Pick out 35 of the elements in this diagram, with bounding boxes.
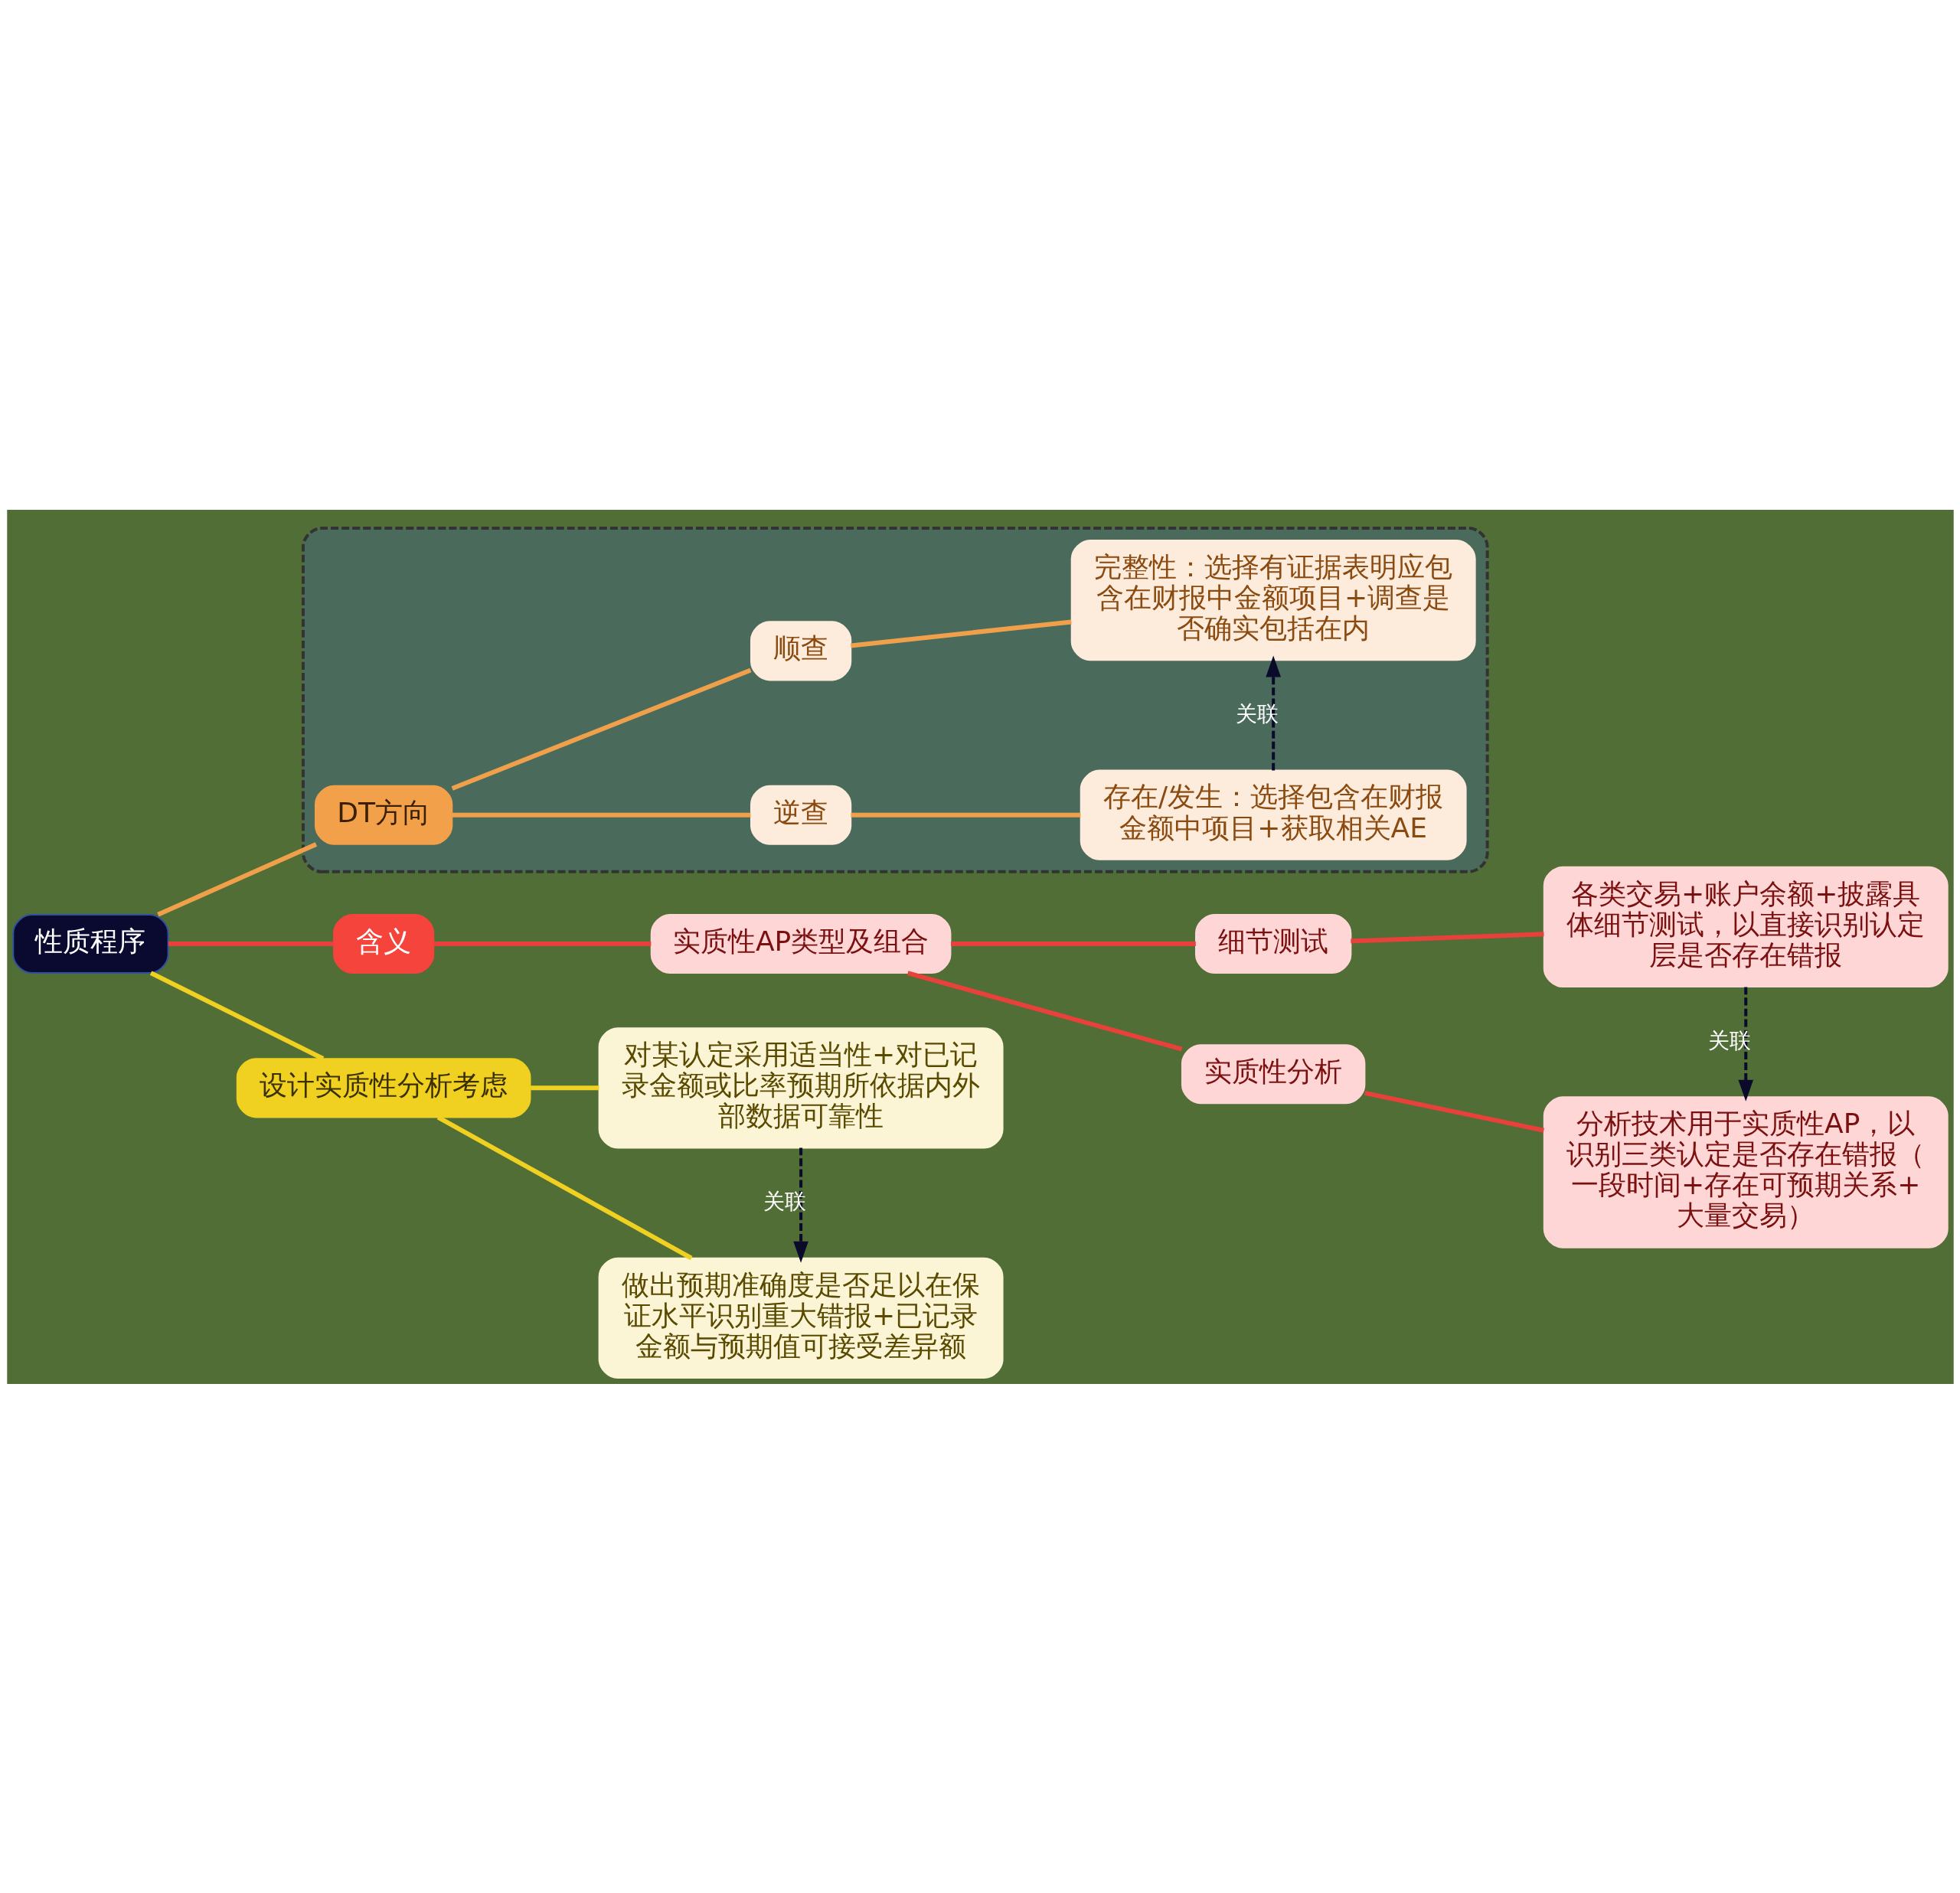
node-box: 完整性：选择有证据表明应包含在财报中金额项目+调查是否确实包括在内 (1070, 539, 1476, 661)
connector (950, 941, 1196, 946)
node-box: 设计实质性分析考虑 (236, 1057, 531, 1118)
edge-label: 关联 (763, 1188, 806, 1214)
node-box: 对某认定采用适当性+对已记录金额或比率预期所依据内外部数据可靠性 (598, 1026, 1004, 1148)
node-box: 顺查 (750, 620, 851, 681)
node-box: 逆查 (750, 785, 851, 845)
connector (451, 667, 751, 791)
node-box: 做出预期准确度是否足以在保证水平识别重大错报+已记录金额与预期值可接受差异额 (598, 1257, 1004, 1379)
connector (156, 841, 317, 917)
node-box: 各类交易+账户余额+披露具体细节测试，以直接识别认定层是否存在错报 (1543, 866, 1949, 987)
node-box: 实质性分析 (1181, 1043, 1365, 1104)
edge-label: 关联 (1235, 700, 1279, 726)
connector (433, 941, 651, 946)
connector (452, 812, 750, 818)
node-box: 细节测试 (1194, 913, 1351, 974)
connector (1350, 931, 1544, 943)
connector (906, 970, 1182, 1052)
node-box: 含义 (332, 913, 434, 974)
cluster (301, 526, 1489, 873)
arrow (1265, 654, 1281, 771)
edge-label: 关联 (1707, 1027, 1751, 1053)
node-box: 存在/发生：选择包含在财报金额中项目+获取相关AE (1080, 769, 1467, 860)
connector (850, 618, 1072, 648)
connector (1364, 1090, 1544, 1133)
node-box: DT方向 (314, 785, 452, 845)
connector (530, 1085, 599, 1090)
arrow (792, 1147, 808, 1263)
arrow (1737, 987, 1753, 1102)
node-box: 分析技术用于实质性AP，以识别三类认定是否存在错报（一段时间+存在可预期关系+大量交易） (1543, 1095, 1949, 1248)
node-box: 性质程序 (11, 913, 169, 974)
node-box: 实质性AP类型及组合 (650, 913, 951, 974)
connector (168, 941, 334, 946)
connector (850, 812, 1080, 818)
connector (149, 970, 324, 1061)
